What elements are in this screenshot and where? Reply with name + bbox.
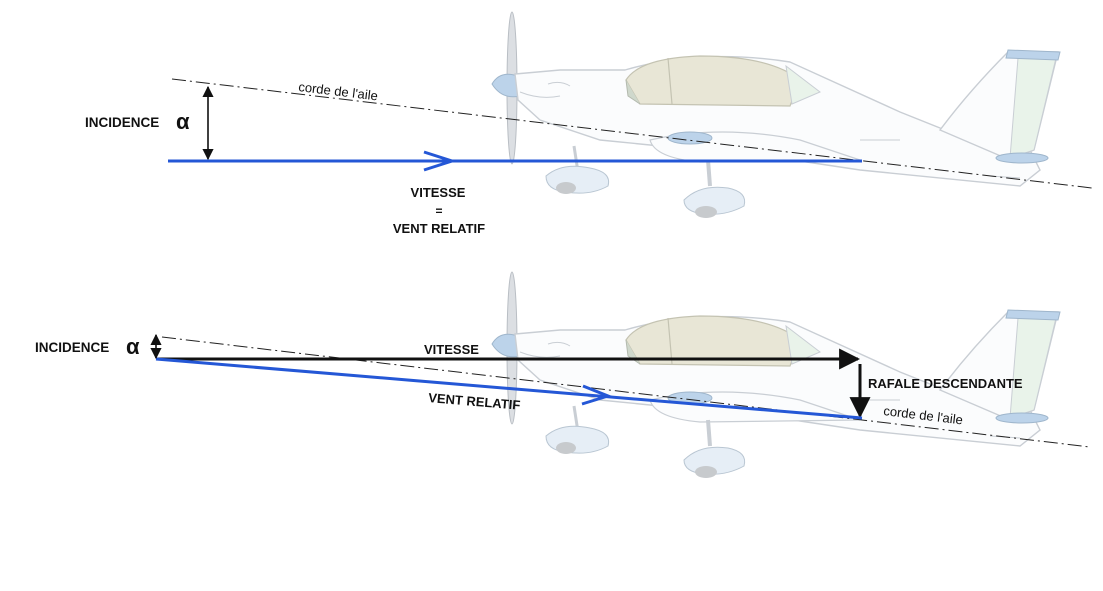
bottom-gust-label: RAFALE DESCENDANTE [868,376,1023,391]
bottom-alpha-symbol: α [126,334,140,359]
bottom-relative-wind-line [155,357,863,420]
bottom-relative-wind-label: VENT RELATIF [428,390,521,413]
top-chord-line [171,78,1093,189]
bottom-speed-label: VITESSE [424,342,479,357]
top-diagram: INCIDENCE α corde de l'aile VITESSE = VE… [85,10,1093,236]
top-alpha-symbol: α [176,109,190,134]
top-chord-label: corde de l'aile [298,79,379,103]
bottom-incidence-label: INCIDENCE [35,340,109,355]
bottom-diagram: INCIDENCE α VITESSE VENT RELATIF RAFALE … [35,270,1091,480]
top-relative-wind-label: VENT RELATIF [393,221,485,236]
top-airplane-illustration [490,10,1062,220]
bottom-relative-wind-chevron [581,384,613,406]
top-incidence-label: INCIDENCE [85,115,159,130]
bottom-chord-line [161,336,1091,448]
top-relative-wind-chevron [423,150,457,172]
top-equals-sign: = [435,204,442,218]
top-speed-label: VITESSE [411,185,466,200]
bottom-airplane-illustration [490,270,1062,480]
